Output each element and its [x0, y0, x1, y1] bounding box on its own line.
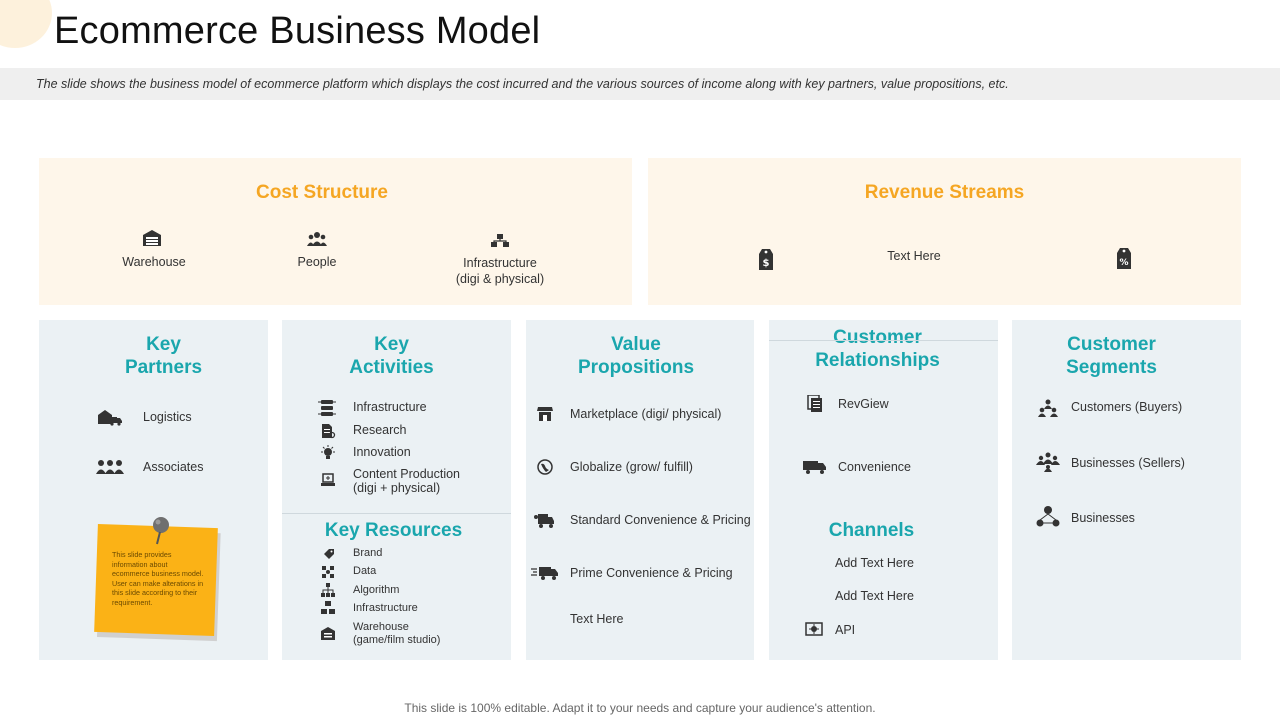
footer-note: This slide is 100% editable. Adapt it to…: [0, 701, 1280, 715]
customer-relationships-title: Customer Relationships: [769, 326, 986, 372]
customers-icon: [1038, 398, 1058, 423]
warehouse-icon: [142, 229, 162, 252]
dollar-tag-icon: $: [758, 245, 774, 276]
research-doc-icon: [320, 423, 336, 444]
relationships-top-line: [769, 340, 998, 341]
customer-segments-title: Customer Segments: [1012, 333, 1211, 379]
channel-text-1: Add Text Here: [835, 556, 914, 570]
resource-warehouse-sublabel: (game/film studio): [353, 634, 440, 646]
value-text-here: Text Here: [570, 612, 624, 626]
algorithm-icon: [321, 583, 335, 602]
activity-content-production-label: Content Production: [353, 467, 460, 481]
customer-segments-title-line2: Segments: [1012, 356, 1211, 379]
key-partners-title: Key Partners: [39, 333, 288, 379]
key-activities-title: Key Activities: [282, 333, 501, 379]
sticky-note-text: This slide provides information about ec…: [112, 550, 204, 607]
segment-businesses-label: Businesses: [1071, 511, 1135, 525]
value-propositions-title: Value Propositions: [526, 333, 746, 379]
svg-text:$: $: [763, 258, 770, 269]
key-partners-title-line1: Key: [39, 333, 288, 356]
key-resources-title: Key Resources: [282, 519, 505, 542]
svg-text:%: %: [1119, 258, 1128, 268]
network-icon: [1035, 505, 1061, 536]
decorative-circle: [0, 0, 52, 48]
percent-tag-icon: %: [1116, 244, 1132, 275]
cost-item-people-label: People: [267, 255, 367, 269]
segment-sellers-label: Businesses (Sellers): [1071, 456, 1185, 470]
cost-item-infrastructure-label: Infrastructure: [430, 256, 570, 270]
resource-infrastructure-label: Infrastructure: [353, 602, 418, 614]
data-icon: [321, 565, 335, 584]
people-icon: [307, 231, 327, 252]
infrastructure-icon: [321, 601, 335, 620]
revenue-streams-title: Revenue Streams: [648, 182, 1241, 204]
truck-warehouse-icon: [97, 408, 123, 431]
revenue-text: Text Here: [864, 249, 964, 263]
sellers-icon: [1036, 452, 1060, 477]
revenue-streams-panel: [648, 158, 1241, 305]
key-activities-title-line1: Key: [282, 333, 501, 356]
customer-relationships-title-line2: Relationships: [769, 349, 986, 372]
value-propositions-title-line1: Value: [526, 333, 746, 356]
page-subtitle: The slide shows the business model of ec…: [36, 77, 1009, 91]
value-globalize-label: Globalize (grow/ fulfill): [570, 460, 693, 474]
activity-content-production-sublabel: (digi + physical): [353, 481, 440, 495]
page-title: Ecommerce Business Model: [54, 10, 540, 53]
cost-item-warehouse-label: Warehouse: [104, 255, 204, 269]
relationship-convenience-label: Convenience: [838, 460, 911, 474]
review-doc-icon: [807, 395, 823, 418]
group-icon: [96, 459, 124, 480]
segment-customers-label: Customers (Buyers): [1071, 400, 1182, 414]
api-icon: [805, 622, 823, 641]
truck-icon: [803, 460, 827, 479]
laptop-icon: [320, 473, 336, 492]
resource-algorithm-label: Algorithm: [353, 584, 399, 596]
resource-brand-label: Brand: [353, 547, 382, 559]
activity-infrastructure-label: Infrastructure: [353, 400, 427, 414]
value-standard-label: Standard Convenience & Pricing: [570, 513, 751, 527]
key-partners-title-line2: Partners: [39, 356, 288, 379]
customer-relationships-title-line1: Customer: [769, 326, 986, 349]
channel-api-label: API: [835, 623, 855, 637]
key-partner-associates-label: Associates: [143, 460, 203, 474]
activity-innovation-label: Innovation: [353, 445, 411, 459]
relationship-review-label: RevGiew: [838, 397, 889, 411]
pushpin-icon: [150, 516, 172, 551]
key-partner-logistics-label: Logistics: [143, 410, 192, 424]
value-marketplace-label: Marketplace (digi/ physical): [570, 407, 721, 421]
cost-structure-title: Cost Structure: [39, 182, 605, 204]
value-prime-label: Prime Convenience & Pricing: [570, 566, 733, 580]
lightbulb-icon: [320, 445, 336, 466]
delivery-icon: [533, 511, 555, 534]
resource-data-label: Data: [353, 565, 376, 577]
infrastructure-icon: [490, 233, 510, 254]
channels-title: Channels: [769, 519, 974, 542]
server-icon: [318, 399, 336, 422]
fast-truck-icon: [531, 565, 559, 586]
channel-text-2: Add Text Here: [835, 589, 914, 603]
cost-item-infrastructure-sublabel: (digi & physical): [430, 272, 570, 286]
key-activities-title-line2: Activities: [282, 356, 501, 379]
value-propositions-title-line2: Propositions: [526, 356, 746, 379]
activity-research-label: Research: [353, 423, 407, 437]
customer-segments-title-line1: Customer: [1012, 333, 1211, 356]
store-icon: [537, 406, 553, 427]
warehouse-icon: [321, 627, 335, 645]
globe-icon: [536, 458, 554, 481]
resource-warehouse-label: Warehouse: [353, 621, 409, 633]
activities-resources-divider: [282, 513, 511, 514]
tag-icon: [323, 547, 335, 565]
